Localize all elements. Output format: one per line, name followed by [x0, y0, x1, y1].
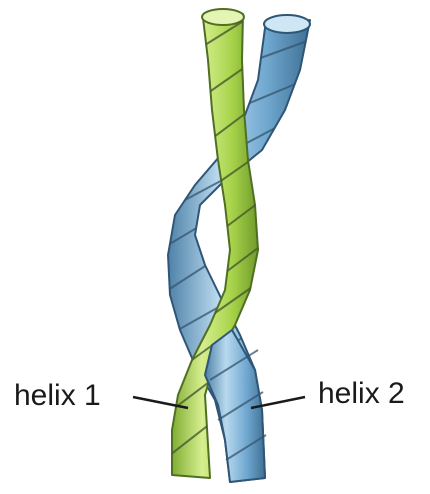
helix-1-top-cap [202, 9, 244, 25]
helix-2-label: helix 2 [318, 377, 405, 410]
helix-1-callout: helix 1 [14, 379, 188, 412]
helix-2-callout: helix 2 [251, 377, 405, 410]
helix-1-label: helix 1 [14, 379, 101, 412]
helix-2-top-cap [264, 15, 310, 33]
